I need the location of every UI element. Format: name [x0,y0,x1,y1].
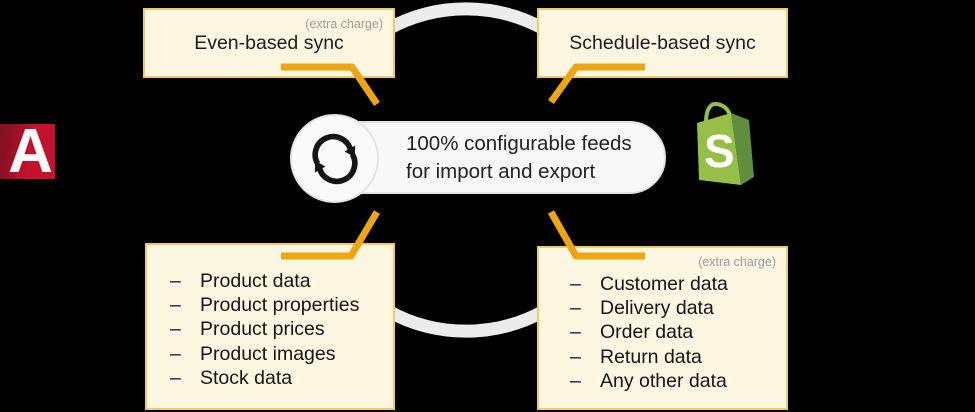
shopify-logo: S [697,101,754,185]
box-title: Schedule-based sync [569,31,756,54]
pill-text-line1: 100% configurable feeds [406,131,632,155]
list-item: – Order data [570,320,786,344]
dash-bullet: – [570,369,581,392]
connector-top-right [548,63,645,105]
list-item-label: Order data [600,321,694,344]
list-item-label: Product prices [200,318,325,341]
list-item-label: Delivery data [600,297,714,320]
sync-arrows-icon [311,133,358,184]
dash-bullet: – [570,321,581,344]
shopify-letter: S [704,125,735,177]
akeneo-logo: A [0,124,55,179]
box-title: Even-based sync [194,31,344,54]
other-data-list: – Customer data – Delivery data – Order … [539,248,786,393]
akeneo-letter: A [8,124,53,179]
ring-bottom-arc [384,305,548,338]
sync-icon-circle [290,114,379,203]
dash-bullet: – [570,273,581,295]
extra-charge-badge: (extra charge) [698,255,776,269]
list-item: – Product prices [170,317,393,341]
list-item: – Any other data [570,369,786,393]
list-item: – Product images [170,342,393,366]
connector-bottom-right [547,210,645,260]
shopify-bag-front [697,113,741,185]
list-item: – Product data [170,269,393,293]
dash-bullet: – [170,318,181,341]
list-item-label: Product data [200,270,311,292]
list-item-label: Product images [200,342,336,365]
ring-top-arc [384,2,548,35]
list-item: – Product properties [170,293,393,317]
product-data-list: – Product data – Product properties – Pr… [147,245,393,390]
dash-bullet: – [170,366,181,389]
shopify-bag-side [731,113,754,185]
list-item: – Stock data [170,366,393,390]
list-item: – Return data [570,345,786,369]
shopify-bag-handle [704,101,732,124]
dash-bullet: – [170,342,181,365]
pill-text-line2: for import and export [406,159,596,183]
list-item: – Customer data [570,272,786,296]
list-item-label: Stock data [200,366,293,389]
dash-bullet: – [170,270,181,292]
event-based-sync-box: (extra charge) Even-based sync [143,8,395,78]
dash-bullet: – [570,345,581,368]
connector-top-left [281,63,380,106]
connector-bottom-left [281,210,381,260]
list-item-label: Customer data [600,273,728,295]
product-data-box: – Product data – Product properties – Pr… [145,243,395,410]
list-item: – Delivery data [570,296,786,320]
dash-bullet: – [170,294,181,317]
other-data-box: (extra charge) – Customer data – Deliver… [537,246,788,410]
list-item-label: Product properties [200,294,360,317]
list-item-label: Any other data [600,369,727,392]
list-item-label: Return data [600,345,702,368]
dash-bullet: – [570,297,581,320]
schedule-based-sync-box: Schedule-based sync [537,8,788,78]
extra-charge-badge: (extra charge) [305,17,383,31]
